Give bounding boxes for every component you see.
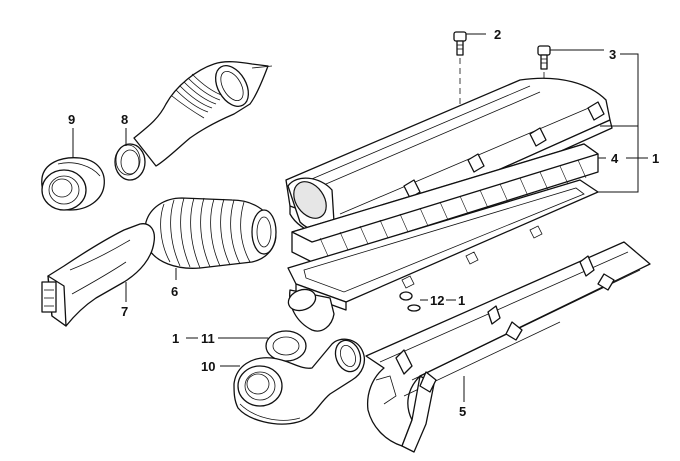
- grommet: [114, 143, 146, 181]
- small-o-ring: [407, 304, 421, 312]
- outlet-elbow: [233, 338, 366, 425]
- rubber-ring: [41, 157, 105, 211]
- heat-shield: [365, 241, 651, 453]
- bellows-hose: [144, 197, 277, 269]
- screws: [453, 31, 551, 124]
- callout-6: 6: [171, 284, 178, 299]
- air-cleaner-housing-bottom: [287, 179, 599, 332]
- callout-1-mid: 1: [172, 331, 179, 346]
- callout-11: 11: [201, 331, 215, 346]
- callout-8: 8: [121, 112, 128, 127]
- leader-lines: [72, 33, 648, 402]
- callout-12: 12: [430, 293, 444, 308]
- callout-1-right: 1: [652, 151, 659, 166]
- callout-10: 10: [201, 359, 215, 374]
- callout-5: 5: [459, 404, 466, 419]
- callout-9: 9: [68, 112, 75, 127]
- callout-7: 7: [121, 304, 128, 319]
- intake-snorkel: [41, 223, 156, 327]
- filter-element: [291, 143, 599, 263]
- callout-3: 3: [609, 47, 616, 62]
- intake-duct-upper: [133, 61, 273, 167]
- callout-2: 2: [494, 27, 501, 42]
- callout-1-low: 1: [458, 293, 465, 308]
- callout-4: 4: [611, 151, 619, 166]
- seal-ring: [265, 330, 307, 362]
